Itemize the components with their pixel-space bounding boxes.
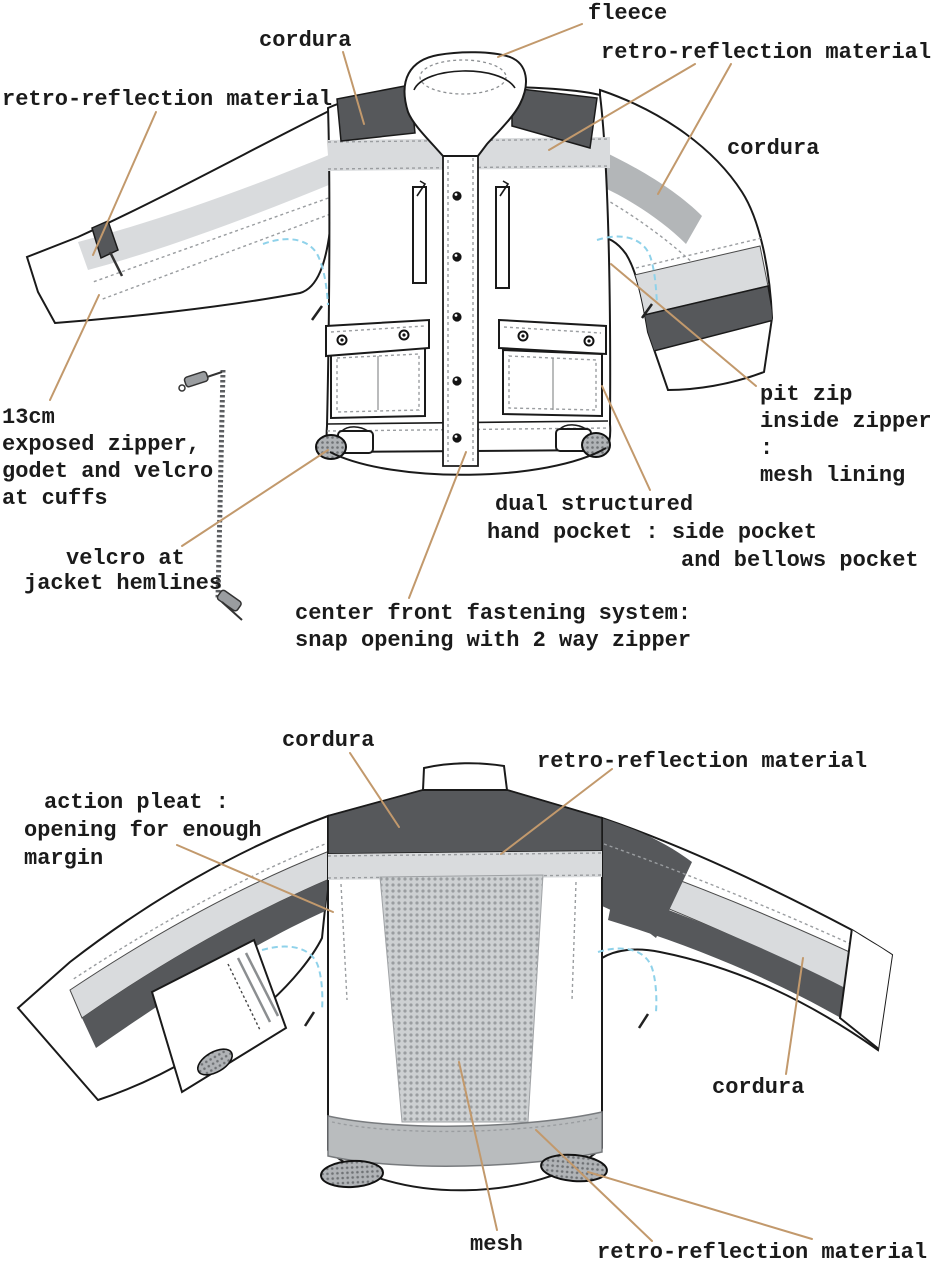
back-left-cuff xyxy=(150,938,288,1094)
right-cargo-pocket xyxy=(498,318,607,418)
cuff-velcro-tab xyxy=(91,219,119,260)
label-action-pleat-line2: opening for enough xyxy=(24,818,262,843)
label-cuff-zipper: 13cm exposed zipper, godet and velcro at… xyxy=(2,405,214,511)
jacket-front-view xyxy=(25,51,774,621)
label-cordura-front-left: cordura xyxy=(259,28,352,53)
label-fleece: fleece xyxy=(588,1,668,26)
label-hand-pocket-line3: and bellows pocket xyxy=(681,548,919,573)
label-action-pleat-line3: margin xyxy=(24,846,104,871)
label-cordura-back-top: cordura xyxy=(282,728,375,753)
retro-reflection-hem-band xyxy=(327,1111,603,1167)
label-cordura-front-right: cordura xyxy=(727,136,820,161)
back-right-sleeve xyxy=(601,816,894,1052)
hem-mesh-patch-back-right xyxy=(540,1153,608,1183)
hem-mesh-patch-back-left xyxy=(320,1159,384,1189)
label-action-pleat-line1: action pleat : xyxy=(44,790,229,815)
front-body xyxy=(262,51,658,476)
label-velcro-hem-line2: jacket hemlines xyxy=(24,571,223,596)
back-collar xyxy=(421,762,509,791)
back-body xyxy=(261,762,658,1192)
back-pit-zip-marking xyxy=(261,945,658,1029)
front-left-sleeve xyxy=(25,105,339,325)
label-velcro-hem-line1: velcro at xyxy=(66,546,185,571)
cuff-zipper-pull xyxy=(108,251,124,277)
label-retro-back-top: retro-reflection material xyxy=(537,749,868,774)
back-left-sleeve xyxy=(16,814,329,1102)
front-collar xyxy=(403,51,527,157)
front-hem xyxy=(315,420,611,476)
pit-zip-marking xyxy=(262,235,658,321)
label-center-front-fastening: center front fastening system: snap open… xyxy=(295,601,692,653)
cordura-yoke xyxy=(327,789,603,855)
two-way-zipper-illustration xyxy=(178,369,243,621)
label-pit-zip: pit zip inside zipper : mesh lining xyxy=(760,382,932,488)
label-cordura-back-right: cordura xyxy=(712,1075,805,1100)
label-hand-pocket-line2: hand pocket : side pocket xyxy=(487,520,818,545)
label-retro-back-bottom: retro-reflection material xyxy=(597,1240,928,1263)
mesh-back-panel xyxy=(379,874,544,1123)
cordura-shoulder-left xyxy=(336,84,416,142)
label-mesh: mesh xyxy=(470,1232,523,1257)
leader-lines xyxy=(49,23,813,1242)
hem-mesh-patch-right xyxy=(581,432,611,458)
left-cargo-pocket xyxy=(325,318,430,420)
label-retro-front-top-right: retro-reflection material xyxy=(601,40,932,65)
retro-reflection-back-band xyxy=(328,851,602,880)
jacket-back-view xyxy=(16,762,894,1192)
chest-zip-pockets xyxy=(412,180,510,289)
label-retro-front-left: retro-reflection material xyxy=(2,87,333,112)
label-hand-pocket-line1: dual structured xyxy=(495,492,694,517)
